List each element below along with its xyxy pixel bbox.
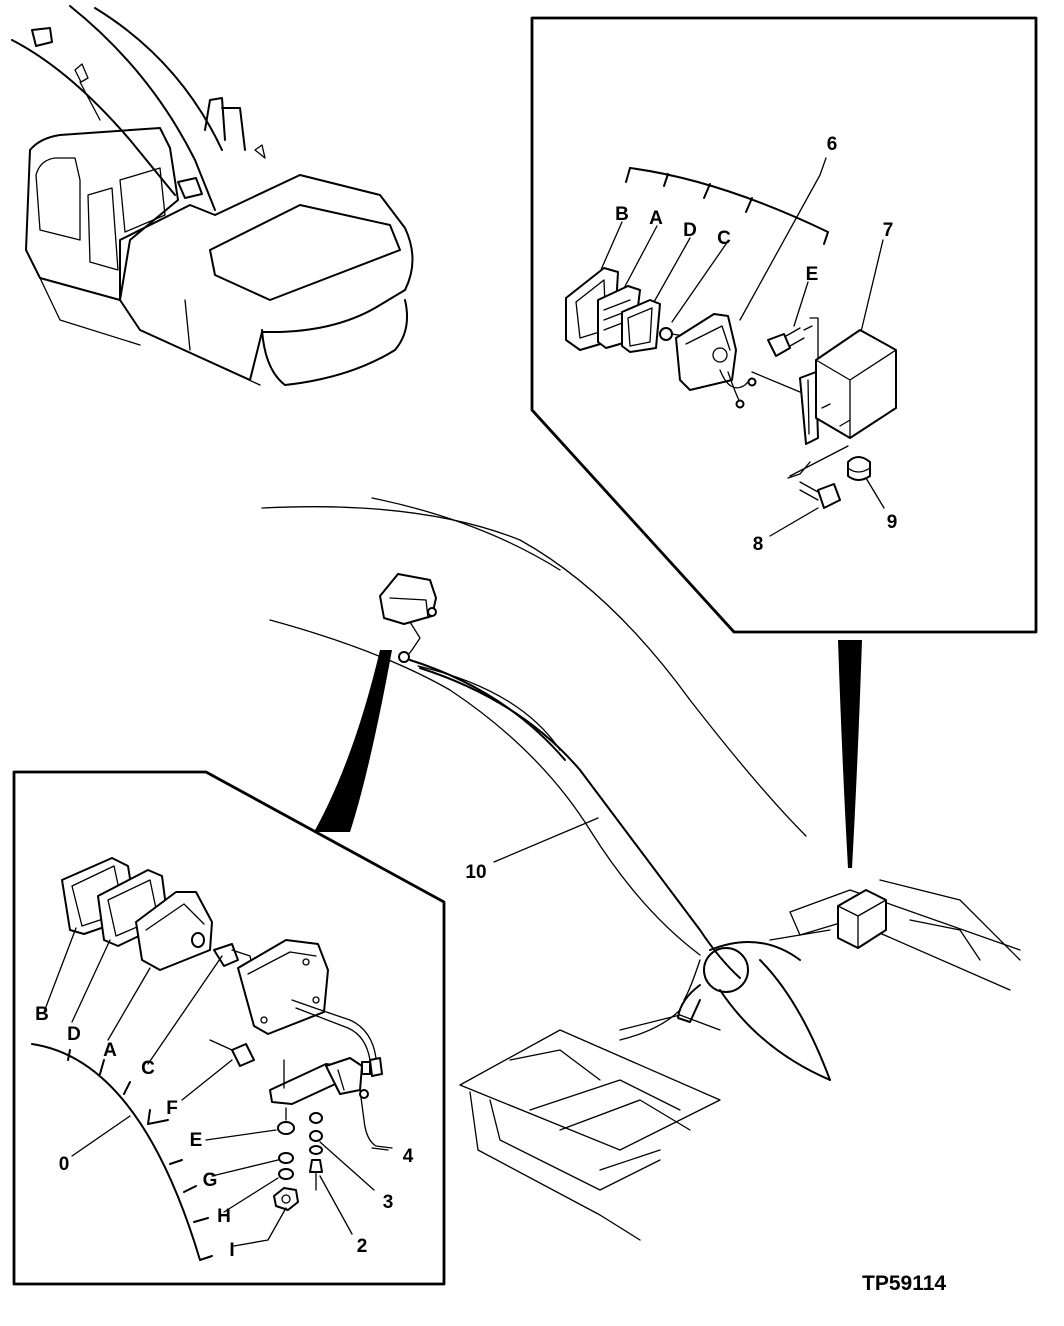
bolt-e bbox=[767, 333, 791, 357]
callout-10: 10 bbox=[465, 862, 486, 883]
lower-part-4 bbox=[309, 1112, 323, 1124]
lower-screw-2 bbox=[309, 1159, 323, 1173]
callout-7: 7 bbox=[883, 220, 894, 241]
washer-h bbox=[278, 1168, 294, 1180]
lower-letter-g: G bbox=[203, 1170, 218, 1191]
bulb-c bbox=[659, 327, 673, 341]
upper-letter-c: C bbox=[717, 228, 731, 249]
lower-letter-h: H bbox=[217, 1206, 231, 1227]
lower-letter-i: I bbox=[229, 1240, 234, 1261]
callout-8: 8 bbox=[753, 534, 764, 555]
lower-letter-b: B bbox=[35, 1004, 49, 1025]
main-view: 10 bbox=[261, 497, 1021, 1241]
cab bbox=[25, 127, 179, 301]
pointer-lower bbox=[314, 650, 392, 832]
lower-letter-c: C bbox=[141, 1058, 155, 1079]
washer-g bbox=[278, 1152, 294, 1164]
figure-reference: TP59114 bbox=[862, 1272, 946, 1295]
grommet-9 bbox=[847, 456, 871, 481]
upper-letter-e: E bbox=[806, 264, 819, 285]
lower-lamp-housing bbox=[237, 939, 329, 1035]
detail-lower: B D A C F E G H I 0 2 3 4 bbox=[12, 770, 446, 1286]
lower-lens-a bbox=[135, 891, 213, 971]
detail-upper-border bbox=[530, 16, 1038, 634]
lower-part-3 bbox=[309, 1130, 323, 1142]
upper-letter-d: D bbox=[683, 220, 697, 241]
callout-9: 9 bbox=[887, 512, 898, 533]
excavator-overview bbox=[11, 5, 414, 386]
detail-lower-border bbox=[12, 770, 446, 1286]
lower-letter-e: E bbox=[190, 1130, 203, 1151]
bolt-8 bbox=[817, 483, 841, 509]
lower-letter-d: D bbox=[67, 1024, 81, 1045]
pointer-upper bbox=[838, 640, 862, 868]
callout-0: 0 bbox=[59, 1154, 70, 1175]
upper-letter-a: A bbox=[649, 208, 663, 229]
callout-4: 4 bbox=[403, 1146, 414, 1167]
washer-e bbox=[277, 1121, 295, 1135]
upper-letter-b: B bbox=[615, 204, 629, 225]
callout-2: 2 bbox=[357, 1236, 368, 1257]
boom-lamp-icon bbox=[31, 27, 53, 47]
nut-i bbox=[273, 1187, 299, 1211]
detail-upper: B A D C E 6 7 8 9 bbox=[530, 16, 1038, 634]
mounting-box-7 bbox=[815, 329, 897, 439]
mounted-box bbox=[837, 889, 887, 949]
callout-3: 3 bbox=[383, 1192, 394, 1213]
lower-letter-f: F bbox=[166, 1098, 178, 1119]
lower-letter-a: A bbox=[103, 1040, 117, 1061]
callout-6: 6 bbox=[827, 134, 838, 155]
lower-bolt-f bbox=[231, 1043, 255, 1067]
upper-structure bbox=[119, 174, 414, 381]
boom-side-lamp-icon bbox=[177, 177, 203, 199]
